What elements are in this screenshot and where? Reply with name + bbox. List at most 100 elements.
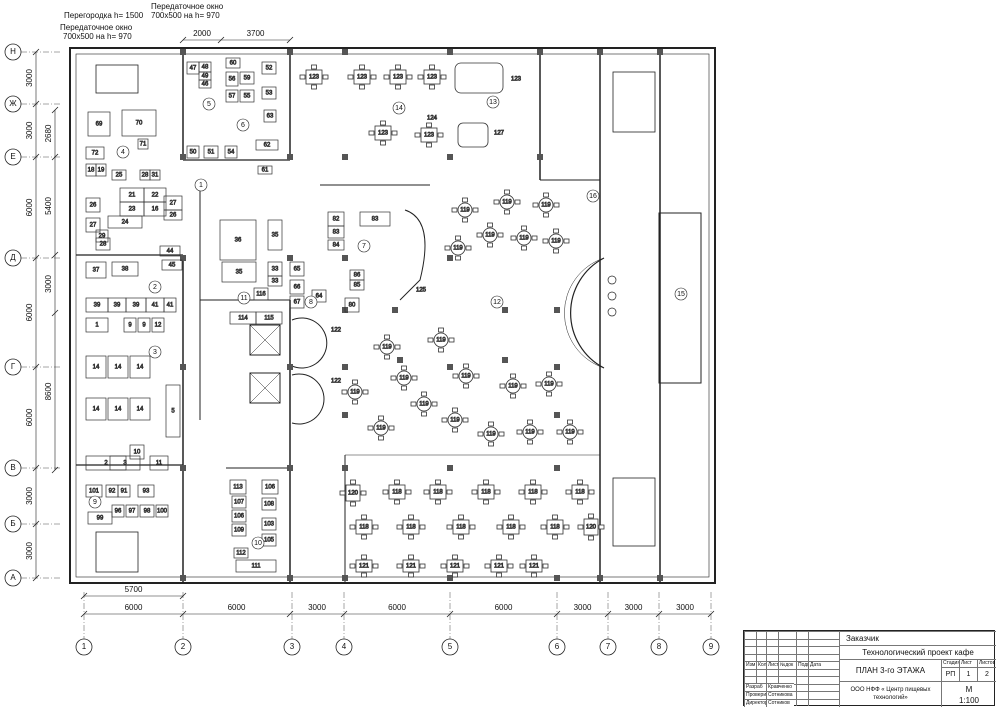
axis-label-col: 7 — [606, 642, 611, 651]
equipment-body — [111, 261, 139, 277]
chair — [577, 479, 583, 485]
sheet-title: ПЛАН 3-го ЭТАЖА — [839, 659, 941, 681]
room-number-label: 14 — [395, 105, 403, 112]
sheet-label: Лист — [959, 659, 977, 667]
chair — [417, 74, 424, 80]
equipment: 57 — [225, 89, 239, 103]
chair — [452, 373, 459, 379]
chair — [361, 514, 367, 520]
table-top — [379, 339, 395, 355]
equipment: 103 — [261, 517, 277, 531]
revision-cell — [756, 676, 766, 684]
equipment-label: 83 — [372, 217, 379, 223]
equipment-body — [231, 523, 247, 537]
sheet-value: 1 — [959, 667, 977, 681]
table-top — [499, 194, 515, 210]
chair — [382, 489, 389, 495]
revision-cell — [778, 638, 796, 646]
room-number-12 — [490, 295, 504, 309]
table-118: 118 — [349, 514, 379, 540]
table-top — [446, 559, 464, 573]
chair — [446, 524, 453, 530]
column — [180, 364, 186, 370]
role-name: Кравченко — [766, 683, 794, 691]
equipment-label: 19 — [98, 168, 105, 174]
equipment-label: 39 — [94, 303, 101, 309]
chair — [401, 385, 407, 391]
equipment: 39 — [85, 297, 109, 313]
equipment-label: 112 — [236, 551, 246, 557]
revision-cell — [808, 676, 839, 684]
revision-cell: Дата — [808, 661, 839, 669]
chair — [352, 399, 358, 405]
revision-cell — [766, 653, 778, 661]
table-top — [505, 378, 521, 394]
dim-tick — [604, 610, 612, 618]
chair — [588, 513, 594, 519]
equipment: 50 — [186, 145, 200, 159]
spiral-stair-label: 122 — [331, 328, 342, 334]
equipment: 14 — [85, 355, 107, 379]
table-119: 119 — [390, 365, 418, 391]
equipment-body — [289, 261, 305, 277]
equipment-body — [95, 163, 107, 177]
table-top — [482, 227, 498, 243]
column — [392, 307, 398, 313]
equipment-label: 99 — [97, 516, 104, 522]
room-number-label: 12 — [493, 299, 501, 306]
equipment-body — [163, 297, 177, 313]
equipment-body — [117, 484, 131, 498]
table-118: 118 — [518, 479, 548, 505]
revision-cell — [778, 631, 796, 639]
equipment: 69 — [87, 111, 111, 137]
equipment-body — [231, 509, 247, 523]
equipment: 53 — [261, 86, 277, 100]
table-top — [347, 384, 363, 400]
axis-label-row: Б — [10, 519, 15, 528]
chair — [299, 74, 306, 80]
chair — [496, 572, 502, 578]
equipment-body — [203, 145, 219, 159]
equipment-body — [123, 317, 137, 333]
chair — [441, 417, 448, 423]
room-number-label: 5 — [207, 101, 211, 108]
chair — [423, 489, 430, 495]
revision-cell — [808, 668, 839, 676]
column — [502, 307, 508, 313]
table-label: 119 — [544, 382, 554, 388]
column — [180, 154, 186, 160]
chair — [552, 534, 558, 540]
equipment-label: 103 — [264, 522, 275, 528]
equipment-label: 27 — [90, 223, 97, 229]
equipment-body — [261, 86, 277, 100]
table-120: 120 — [339, 479, 367, 507]
chair — [362, 389, 369, 395]
table-top — [477, 484, 495, 500]
chair — [487, 222, 493, 228]
chair — [429, 64, 435, 70]
chair — [352, 379, 358, 385]
table-label: 123 — [378, 131, 389, 137]
chair — [487, 242, 493, 248]
chair — [455, 255, 461, 261]
revision-cell — [766, 638, 778, 646]
table-label: 121 — [529, 564, 540, 570]
chair — [531, 554, 537, 560]
table-label: 124 — [427, 116, 438, 122]
chair — [311, 84, 317, 90]
equipment: 63 — [263, 109, 277, 123]
room-number-label: 1 — [199, 182, 203, 189]
chair — [496, 524, 503, 530]
equipment-body — [225, 57, 241, 69]
chair — [553, 202, 560, 208]
equipment-label: 83 — [333, 230, 340, 236]
chair — [408, 534, 414, 540]
chair — [465, 245, 472, 251]
table-label: 119 — [485, 233, 495, 239]
dim-tick — [32, 363, 40, 371]
table-top — [429, 484, 447, 500]
table-label: 121 — [494, 564, 505, 570]
column — [554, 575, 560, 581]
dim-tick — [51, 466, 59, 474]
equipment-body — [111, 169, 127, 181]
